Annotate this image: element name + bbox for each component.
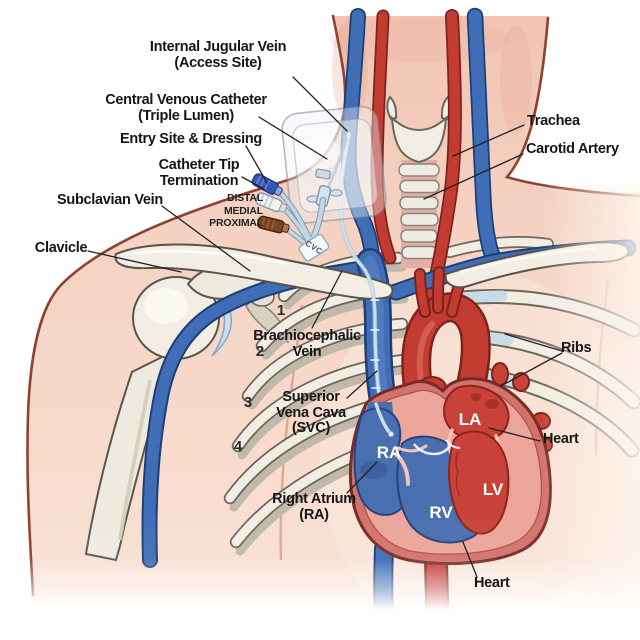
rib-number-3: 3 xyxy=(243,394,253,411)
chamber-label-rv: RV xyxy=(429,503,453,522)
leader-internal-jugular xyxy=(292,76,348,132)
label-line: Right Atrium xyxy=(272,491,356,507)
catheter-clamp xyxy=(315,168,331,180)
label-heart-bottom: Heart xyxy=(474,575,510,591)
label-right-atrium: Right Atrium (RA) xyxy=(272,491,356,523)
leader-carotid xyxy=(423,153,524,200)
cvc-tag: CVC xyxy=(298,233,330,262)
label-line: Brachiocephalic xyxy=(253,328,361,344)
label-internal-jugular: Internal Jugular Vein (Access Site) xyxy=(149,39,287,71)
leader-ribs-lower xyxy=(500,352,563,387)
dressing xyxy=(281,105,387,224)
label-proximal: PROXIMAL xyxy=(209,217,263,230)
distal-connector xyxy=(251,173,283,196)
label-catheter-tip: Catheter Tip Termination xyxy=(158,157,240,189)
leader-heart-bottom xyxy=(462,541,478,578)
label-heart-right: Heart xyxy=(543,431,579,447)
thyroid-cartilage xyxy=(390,115,448,164)
label-line: Vein xyxy=(292,343,322,360)
label-carotid: Carotid Artery xyxy=(526,141,619,157)
leader-ribs-upper xyxy=(504,333,563,352)
medial-connector xyxy=(255,192,288,213)
label-line: Catheter Tip xyxy=(158,157,240,173)
label-line: Superior xyxy=(282,389,340,405)
tricuspid-valve xyxy=(394,452,410,486)
carotid-artery-right xyxy=(425,10,461,306)
label-line: Central Venous Catheter xyxy=(105,92,267,108)
leader-lines xyxy=(87,76,563,578)
label-distal: DISTAL xyxy=(227,192,263,204)
rib-number-1: 1 xyxy=(276,302,286,319)
label-line: Internal Jugular Vein xyxy=(149,39,287,55)
leader-brachiocephalic xyxy=(311,270,343,329)
neck-shadow-right xyxy=(500,25,532,135)
dressing-inner xyxy=(292,118,378,213)
label-subclavian: Subclavian Vein xyxy=(57,192,163,208)
chamber-label-la: LA xyxy=(458,410,482,429)
bottom-fade xyxy=(0,505,640,640)
leader-catheter-tip xyxy=(241,176,265,190)
rib-number-2: 2 xyxy=(255,343,265,360)
neck-vessels xyxy=(340,7,503,307)
label-line: Vena Cava xyxy=(276,404,346,421)
larynx-horn-left xyxy=(386,95,398,121)
proximal-connector xyxy=(257,215,290,234)
label-clavicle: Clavicle xyxy=(34,240,88,256)
leader-right-atrium xyxy=(346,461,378,494)
label-ribs: Ribs xyxy=(561,340,592,356)
label-line: (SVC) xyxy=(292,420,330,437)
label-line: (Triple Lumen) xyxy=(138,107,234,124)
catheter-tip xyxy=(374,402,392,435)
label-line: (RA) xyxy=(299,506,329,523)
rib-number-4: 4 xyxy=(233,438,243,455)
dressing-outer xyxy=(281,105,387,224)
label-line: (Access Site) xyxy=(174,54,262,71)
carotid-artery-left xyxy=(372,11,395,263)
label-brachiocephalic: Brachiocephalic Vein xyxy=(253,328,361,360)
leader-trachea xyxy=(452,124,525,157)
lumen-port-labels: DISTAL MEDIAL PROXIMAL xyxy=(180,192,263,230)
body-outline-left xyxy=(26,14,347,597)
internal-jugular-vein-right xyxy=(468,9,501,267)
label-svc: Superior Vena Cava (SVC) xyxy=(276,389,346,437)
leader-svc xyxy=(346,370,378,399)
leader-subclavian xyxy=(161,205,251,272)
leader-entry-site xyxy=(245,145,268,184)
label-entry-site: Entry Site & Dressing xyxy=(120,131,262,147)
chamber-label-lv: LV xyxy=(482,480,504,499)
trachea xyxy=(386,95,452,268)
internal-jugular-vein-left xyxy=(342,9,379,269)
leader-central-venous xyxy=(258,116,328,160)
label-central-venous: Central Venous Catheter (Triple Lumen) xyxy=(105,92,267,124)
label-trachea: Trachea xyxy=(527,113,580,129)
catheter-in-vein xyxy=(338,131,384,411)
valve-highlight xyxy=(413,443,451,456)
catheter-depth-marks xyxy=(370,299,381,389)
leader-clavicle xyxy=(87,250,182,273)
label-medial: MEDIAL xyxy=(223,204,263,217)
chamber-label-ra: RA xyxy=(376,443,402,462)
label-line: Termination xyxy=(159,172,239,189)
leader-heart-right xyxy=(488,427,541,442)
